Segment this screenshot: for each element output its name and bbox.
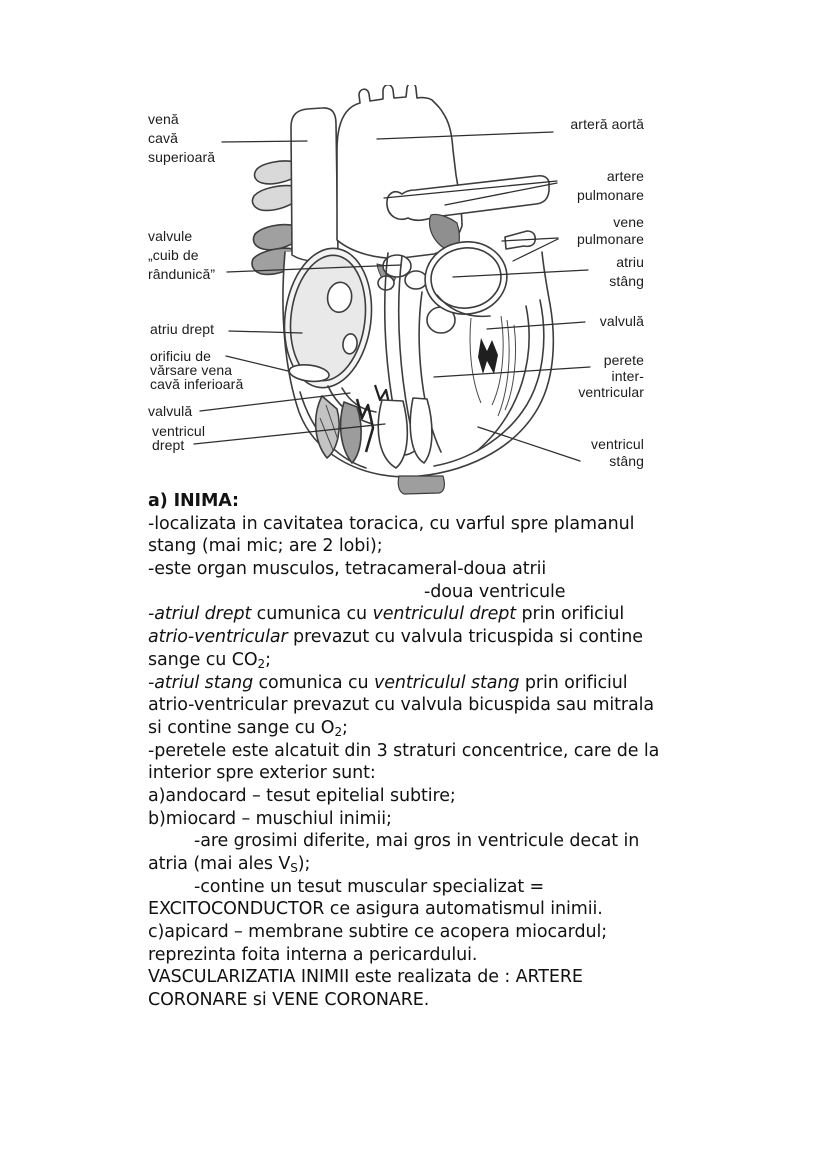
left-atrium-shape (424, 241, 508, 334)
superior-vena-cava-shape (290, 107, 339, 262)
label-vena-cava-superioara: venă cavă superioară (148, 111, 216, 165)
body-line: a) INIMA: (148, 491, 239, 511)
heart-outer-contour (282, 251, 555, 478)
body-line: -este organ musculos, tetracameral-doua … (148, 559, 547, 580)
label-valvule-cuib-de-randunica: valvule „cuib de rândunică” (148, 228, 216, 282)
body-line: -atriul drept cumunica cu ventriculul dr… (148, 604, 625, 625)
body-line: -contine un tesut muscular specializat = (194, 876, 545, 897)
body-line: b)miocard – muschiul inimii; (148, 808, 392, 829)
right-atrium-shape (283, 247, 373, 389)
label-atriu-drept: atriu drept (150, 321, 215, 337)
label-valvula-dreapta: valvulă (148, 403, 193, 419)
body-line: -localizata in cavitatea toracica, cu va… (148, 513, 635, 534)
label-perete-interventricular: perete inter- ventricular (578, 352, 644, 400)
body-line: atria (mai ales VS); (148, 854, 311, 875)
body-line: sange cu CO2; (148, 649, 271, 671)
label-ventricul-stang: ventricul stâng (590, 436, 644, 469)
body-line: atrio-ventricular prevazut cu valvula tr… (148, 627, 643, 648)
body-line: VASCULARIZATIA INIMII este realizata de … (148, 967, 583, 988)
body-line: interior spre exterior sunt: (148, 763, 376, 784)
label-ventricul-drept: ventricul drept (152, 423, 206, 453)
body-line: -atriul stang comunica cu ventriculul st… (148, 672, 628, 693)
body-line: -doua ventricule (424, 581, 566, 602)
semilunar-valve-lobes (377, 254, 428, 291)
label-orificiu-varsare-vena-cava-inferioara: orificiu de vărsare vena cavă inferioară (150, 348, 244, 392)
left-ventricle-walls (418, 291, 530, 453)
label-artera-aorta: arteră aortă (570, 116, 644, 132)
body-line: CORONARE si VENE CORONARE. (148, 990, 430, 1011)
heart-inner-wall-right (433, 299, 545, 467)
label-atriu-stang: atriu stâng (609, 254, 644, 289)
body-line: reprezinta foita interna a pericardului. (148, 944, 478, 965)
body-line: a)andocard – tesut epitelial subtire; (148, 785, 456, 806)
apex-stub (397, 475, 445, 495)
trabeculae-muscles (314, 384, 433, 469)
label-vene-pulmonare: vene pulmonare (576, 214, 644, 247)
heart-diagram (193, 82, 591, 495)
body-line: -are grosimi diferite, mai gros in ventr… (194, 831, 640, 852)
label-valvula-stanga: valvulă (599, 313, 644, 329)
body-line: atrio-ventricular prevazut cu valvula bi… (148, 695, 655, 716)
label-artere-pulmonare: artere pulmonare (576, 168, 644, 203)
leader-lines (193, 131, 591, 462)
pulmonary-artery-shape (386, 174, 550, 222)
body-line: c)apicard – membrane subtire ce acopera … (148, 922, 608, 943)
body-text: a) INIMA:-localizata in cavitatea toraci… (148, 490, 748, 1012)
body-line: stang (mai mic; are 2 lobi); (148, 536, 383, 557)
body-line: EXCITOCONDUCTOR ce asigura automatismul … (148, 899, 603, 920)
heart-diagram-figure (140, 82, 700, 505)
body-line: si contine sange cu O2; (148, 717, 348, 739)
body-line: -peretele este alcatuit din 3 straturi c… (148, 740, 660, 761)
